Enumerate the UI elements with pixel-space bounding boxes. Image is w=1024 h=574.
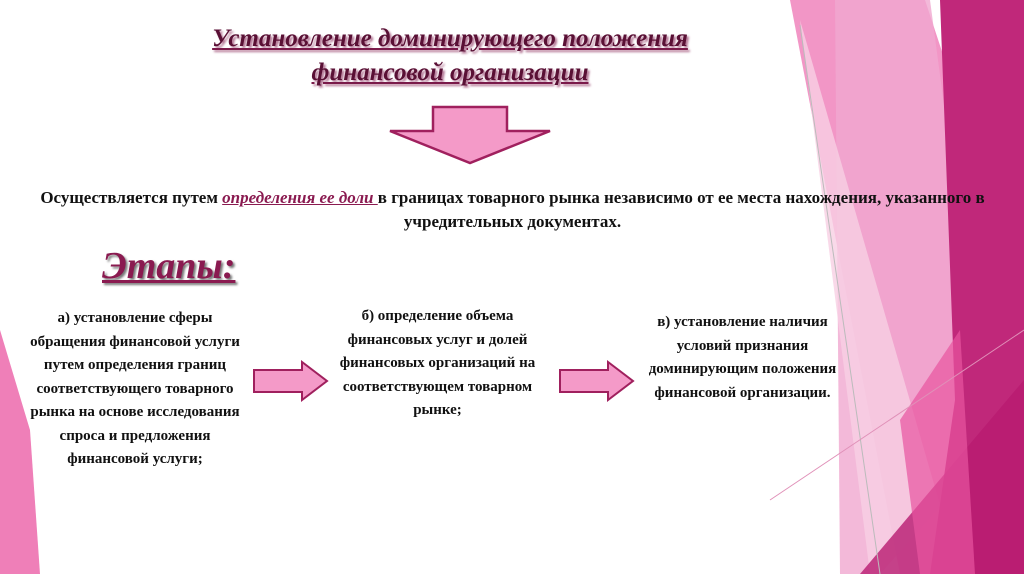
title-line-2: финансовой организации	[311, 59, 589, 86]
right-arrow-icon	[253, 360, 329, 402]
down-arrow-icon	[389, 105, 551, 165]
intro-text: Осуществляется путем определения ее доли…	[20, 186, 1005, 234]
step-b: б) определение объема финансовых услуг и…	[339, 308, 536, 418]
slide-title: Установление доминирующего положения фин…	[100, 22, 800, 90]
intro-highlight: определения ее доли	[222, 188, 378, 207]
step-a: а) установление сферы обращения финансов…	[30, 310, 240, 467]
stages-heading: Этапы:	[102, 245, 236, 287]
title-line-1: Установление доминирующего положения	[212, 25, 688, 52]
step-c: в) установление наличия условий признани…	[648, 314, 837, 401]
intro-after: в границах товарного рынка независимо от…	[377, 188, 985, 231]
right-arrow-icon	[559, 360, 635, 402]
intro-before: Осуществляется путем	[40, 188, 223, 207]
